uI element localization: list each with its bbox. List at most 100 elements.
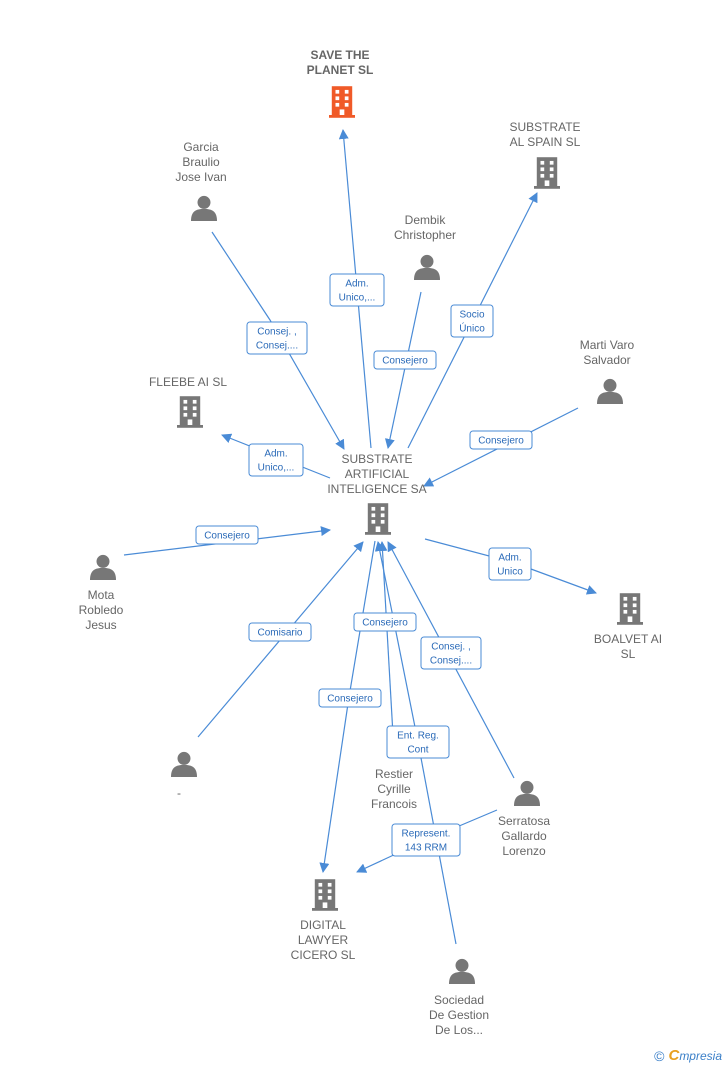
edge-label-text: Unico [497,567,523,578]
copyright-icon: © [654,1047,665,1064]
person-icon [597,378,623,404]
building-icon [365,503,391,535]
edge-label-garcia[interactable]: Consej. , Consej.... [246,321,308,355]
node-label-line: AL SPAIN SL [510,135,581,149]
node-label-line: De Gestion [429,1008,489,1022]
edge-label-text: Consejero [204,531,250,542]
building-icon [617,593,643,625]
node-label-line: BOALVET AI [594,632,662,646]
footer-brand: © Cmpresia [654,1047,722,1064]
edge-label-box [391,823,461,857]
edge-label-box [450,304,494,338]
edge-label-dembik[interactable]: Consejero [373,350,437,370]
node-label-line: Jose Ivan [175,170,226,184]
edge-label-save[interactable]: Adm. Unico,... [329,273,385,307]
edge-label-text: Consej. , [431,642,470,653]
node-label-line: SUBSTRATE [509,120,580,134]
building-icon [534,157,560,189]
building-icon [329,86,355,118]
edge-label-sociedad[interactable]: Ent. Reg. Cont [386,725,450,759]
edge-label-represent[interactable]: Represent.143 RRM [391,823,461,857]
edge-label-text: Adm. [345,279,368,290]
node-label-line: PLANET SL [307,63,374,77]
node-fleebe[interactable]: FLEEBE AI SL [149,375,227,428]
edge-label-box [248,622,312,642]
node-dash[interactable]: - [171,751,197,800]
node-label-line: Robledo [79,603,124,617]
node-label-line: De Los... [435,1023,483,1037]
edge-label-mota[interactable]: Consejero [195,525,259,545]
node-label-line: Garcia [183,140,219,154]
edge-labels-layer: Adm. Unico,... Consej. , Consej.... Consejer… [195,273,533,857]
node-label-line: Francois [371,797,417,811]
edge-label-serratosa[interactable]: Consej. , Consej.... [420,636,482,670]
person-icon [514,780,540,806]
node-label-line: Mota [88,588,115,602]
edge-label-text: Adm. [498,553,521,564]
edge-label-text: Consej.... [256,341,298,352]
edge-label-text: Ent. Reg. [397,731,439,742]
edge-label-box [329,273,385,307]
edge-label-boalvet[interactable]: Adm. Unico [488,547,532,581]
node-label-line: Christopher [394,228,456,242]
edge-label-text: Unico,... [258,463,295,474]
edge-label-marti[interactable]: Consejero [469,430,533,450]
edge-label-text: Único [459,322,485,335]
node-label-line: Dembik [405,213,447,227]
edge-label-restier[interactable]: Consejero [353,612,417,632]
edge-label-dash[interactable]: Comisario [248,622,312,642]
edge-label-fleebe[interactable]: Adm. Unico,... [248,443,304,477]
node-label-line: LAWYER [298,933,349,947]
edge-label-text: Comisario [257,628,302,639]
node-label-line: SUBSTRATE [341,452,412,466]
node-label-line: SL [621,647,636,661]
edge-label-text: Unico,... [339,293,376,304]
brand-initial: C [668,1047,680,1064]
node-label-line: CICERO SL [291,948,356,962]
edge-label-box [353,612,417,632]
edge-label-text: Consejero [327,694,373,705]
edge-label-text: Cont [407,745,428,756]
building-icon [312,879,338,911]
person-icon [171,751,197,777]
edge-label-box [386,725,450,759]
edge-label-text: Socio [459,310,484,321]
node-label-line: Salvador [583,353,630,367]
node-label-line: Sociedad [434,993,484,1007]
building-icon [177,396,203,428]
node-label-line: Cyrille [377,782,411,796]
edge-label-box [318,688,382,708]
node-label-line: SAVE THE [310,48,369,62]
node-label-line: Serratosa [498,814,550,828]
node-label-line: INTELIGENCE SA [327,482,426,496]
edge-label-box [373,350,437,370]
edge-label-text: Consej. , [257,327,296,338]
edge-label-text: Consej.... [430,656,472,667]
node-label-line: DIGITAL [300,918,346,932]
node-label-line: FLEEBE AI SL [149,375,227,389]
edge-line-dembik [384,291,422,449]
edge-label-digital[interactable]: Consejero [318,688,382,708]
edge-label-text: Adm. [264,449,287,460]
edge-label-box [420,636,482,670]
person-icon [414,254,440,280]
edge-label-box [246,321,308,355]
node-label-line: Jesus [85,618,116,632]
edge-label-text: Consejero [362,618,408,629]
node-label-line: Marti Varo [580,338,635,352]
edge-label-box [469,430,533,450]
